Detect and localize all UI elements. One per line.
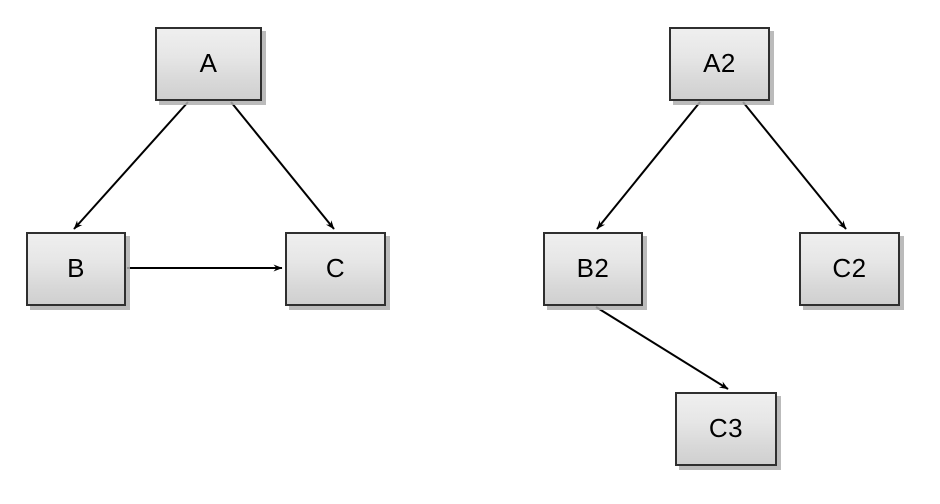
node-a[interactable]: A [155, 27, 262, 101]
node-label-c2: C2 [832, 253, 867, 283]
node-b2[interactable]: B2 [543, 232, 643, 306]
node-label-b: B [67, 253, 85, 283]
edge-a2-to-c2[interactable] [742, 101, 847, 230]
node-label-c: C [325, 253, 346, 283]
node-c[interactable]: C [285, 232, 386, 306]
node-label-b2: B2 [576, 253, 610, 283]
node-c3[interactable]: C3 [675, 392, 777, 466]
edge-a-to-c[interactable] [230, 101, 335, 230]
node-a2[interactable]: A2 [669, 27, 770, 101]
node-label-a: A [199, 48, 218, 78]
edge-b2-to-c3[interactable] [595, 306, 729, 390]
node-label-c3: C3 [708, 413, 744, 443]
edge-a-to-b[interactable] [73, 101, 189, 230]
node-b[interactable]: B [26, 232, 126, 306]
node-c2[interactable]: C2 [799, 232, 900, 306]
node-label-a2: A2 [703, 48, 736, 78]
edge-a2-to-b2[interactable] [596, 101, 701, 230]
